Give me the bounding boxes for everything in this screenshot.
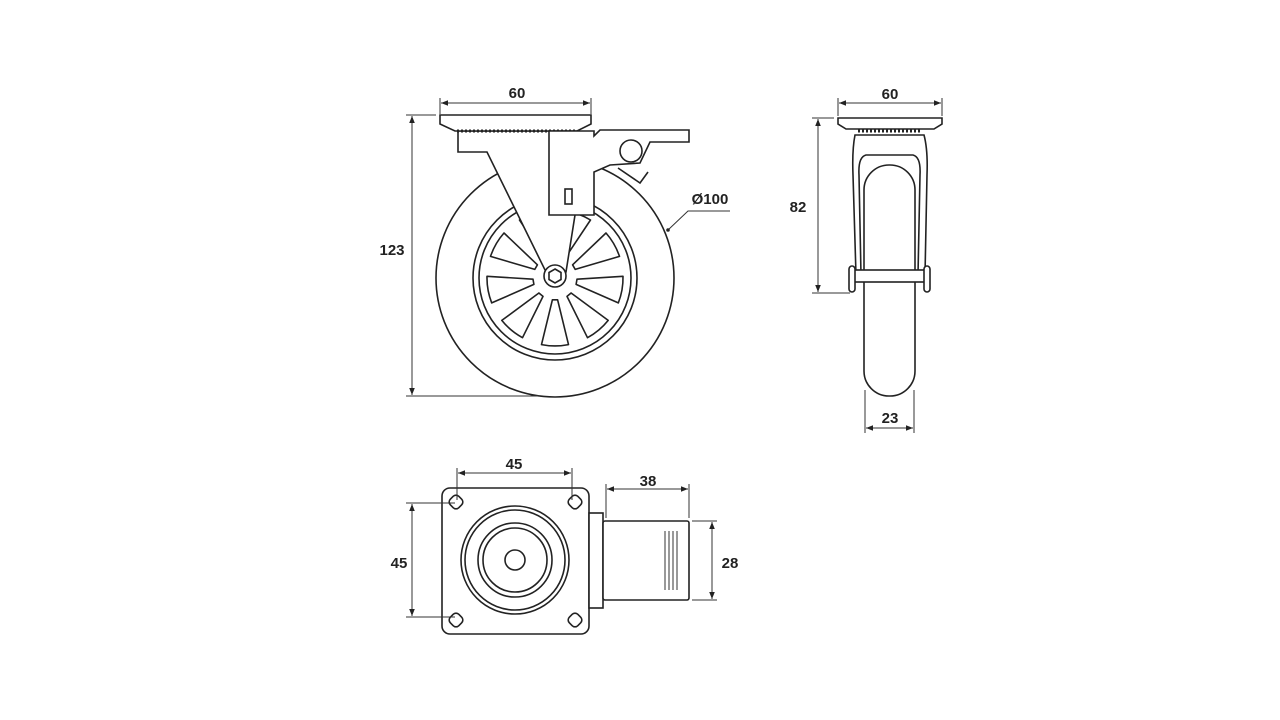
axle-nut bbox=[543, 264, 567, 288]
dim-hole-y-label: 45 bbox=[391, 555, 408, 572]
dim-front-height-label: 82 bbox=[790, 199, 807, 216]
wheel-spoke bbox=[486, 275, 535, 304]
dim-hole-x-label: 45 bbox=[506, 456, 523, 473]
dim-height-label: 123 bbox=[379, 242, 404, 259]
mounting-holes bbox=[448, 494, 583, 628]
dim-width-label: 60 bbox=[509, 85, 526, 102]
diameter-leader bbox=[667, 210, 730, 231]
axle-cap-left bbox=[848, 265, 856, 293]
wheel-spoke bbox=[571, 232, 621, 271]
brake-slot bbox=[564, 188, 573, 205]
kingpin bbox=[504, 549, 526, 571]
front-view: 60 82 23 bbox=[790, 86, 943, 433]
wheel-spoke bbox=[489, 232, 539, 271]
top-plate bbox=[439, 114, 592, 132]
top-view: 45 45 38 28 bbox=[391, 456, 739, 635]
axle-bar bbox=[851, 269, 928, 283]
front-top-plate bbox=[837, 117, 943, 130]
brake-pivot bbox=[619, 139, 643, 163]
dim-front-width-label: 60 bbox=[882, 86, 899, 103]
pedal-grip-lines bbox=[664, 531, 678, 590]
wheel-spoke bbox=[566, 292, 609, 339]
fork-inner bbox=[858, 154, 921, 276]
brake-pedal bbox=[602, 520, 690, 601]
wheel-spoke bbox=[575, 275, 624, 304]
brake-lever bbox=[617, 167, 649, 185]
brake-bracket bbox=[548, 129, 690, 216]
axle-hex bbox=[548, 268, 562, 284]
dim-diameter-label: Ø100 bbox=[692, 191, 729, 208]
wheel-spoke bbox=[501, 292, 544, 339]
side-view: 60 123 Ø100 bbox=[379, 85, 730, 398]
dim-brake-width-label: 28 bbox=[722, 555, 739, 572]
dim-brake-length-label: 38 bbox=[640, 473, 657, 490]
brake-mount bbox=[588, 512, 604, 609]
wheel-spoke bbox=[540, 299, 570, 347]
axle-cap-right bbox=[923, 265, 931, 293]
dim-wheel-width-label: 23 bbox=[882, 410, 899, 427]
